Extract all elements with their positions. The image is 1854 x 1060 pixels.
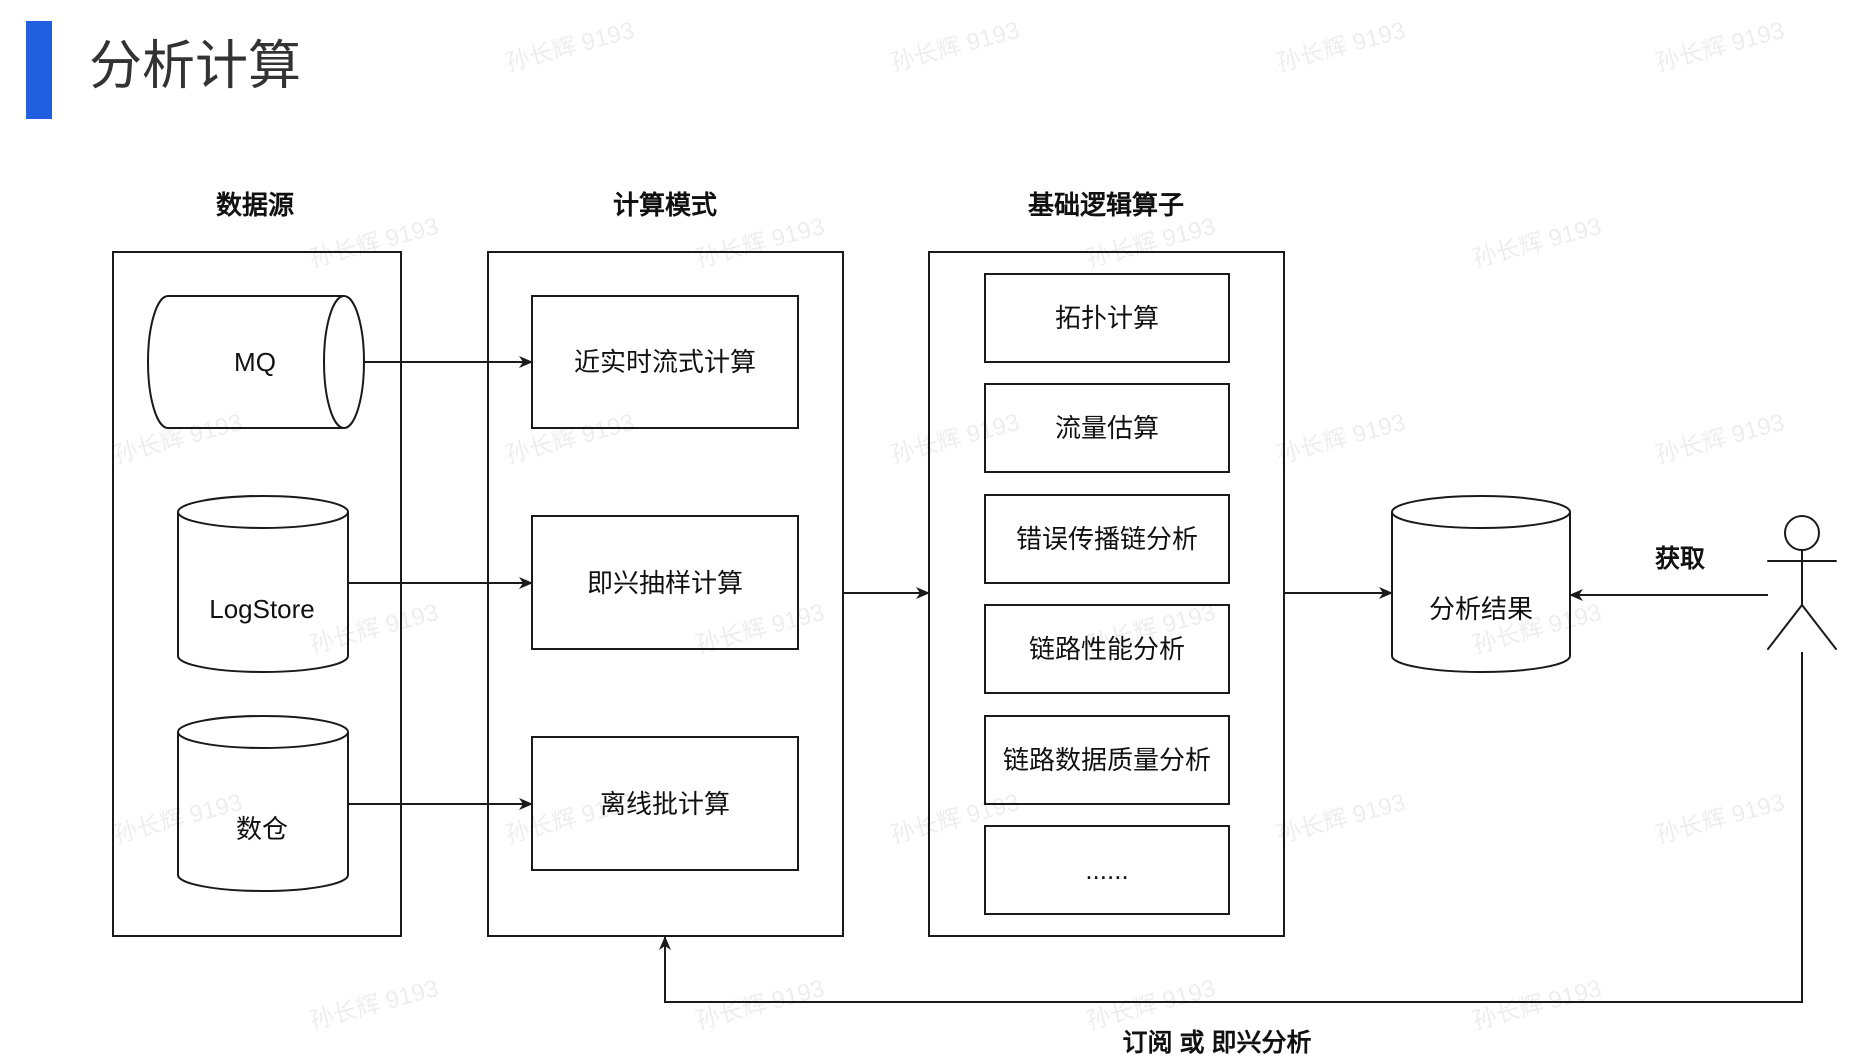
actor-body — [1767, 549, 1837, 650]
mq-cylinder-cap — [323, 295, 345, 429]
compute-mode-label: 离线批计算 — [600, 789, 730, 819]
data-warehouse-cylinder-rim — [177, 731, 349, 749]
watermark-text: 孙长辉 9193 — [1470, 975, 1605, 1035]
operator-box — [984, 604, 1230, 694]
data-warehouse-cylinder-body — [177, 715, 349, 892]
operator-label: ...... — [1085, 855, 1128, 885]
compute-mode-box — [531, 515, 799, 650]
operator-traffic-estimate: 流量估算 — [984, 383, 1230, 473]
user-actor-icon — [1767, 515, 1837, 650]
edge-actor-feedback-to-compute — [659, 652, 1803, 1003]
compute-mode-label: 近实时流式计算 — [574, 347, 756, 377]
operator-more: ...... — [984, 825, 1230, 915]
fetch-edge-label: 获取 — [1655, 545, 1705, 573]
operator-label: 错误传播链分析 — [1016, 524, 1198, 554]
mq-label: MQ — [234, 347, 276, 377]
operator-label: 拓扑计算 — [1055, 303, 1159, 333]
watermark-text: 孙长辉 9193 — [1653, 17, 1788, 77]
operator-box — [984, 494, 1230, 584]
logstore-label: LogStore — [209, 594, 315, 624]
analysis-result-cylinder-body — [1391, 495, 1571, 673]
compute-mode-adhoc: 即兴抽样计算 — [531, 515, 799, 650]
compute-mode-realtime: 近实时流式计算 — [531, 295, 799, 429]
watermark-text: 孙长辉 9193 — [1653, 789, 1788, 849]
watermark-text: 孙长辉 9193 — [1084, 975, 1219, 1035]
page-title: 分析计算 — [89, 37, 301, 96]
operator-box — [984, 383, 1230, 473]
watermark-text: 孙长辉 9193 — [1653, 409, 1788, 469]
watermark-text: 孙长辉 9193 — [888, 17, 1023, 77]
logstore-cylinder-body — [177, 495, 349, 673]
watermark-text: 孙长辉 9193 — [1274, 789, 1409, 849]
operator-link-data-quality: 链路数据质量分析 — [984, 715, 1230, 805]
logstore-cylinder-rim — [177, 511, 349, 529]
operator-box — [984, 715, 1230, 805]
column-header-operators: 基础逻辑算子 — [1028, 190, 1184, 220]
column-header-compute-mode: 计算模式 — [613, 190, 717, 220]
title-accent-bar — [26, 21, 52, 119]
mq-queue-shape: MQ — [147, 295, 365, 429]
watermark-text: 孙长辉 9193 — [1274, 17, 1409, 77]
operator-label: 流量估算 — [1055, 413, 1159, 443]
watermark-text: 孙长辉 9193 — [503, 17, 638, 77]
watermark-text: 孙长辉 9193 — [1274, 409, 1409, 469]
analysis-result-database-shape: 分析结果 — [1391, 495, 1571, 673]
operator-box — [984, 273, 1230, 363]
data-warehouse-shape: 数仓 — [177, 715, 349, 892]
compute-mode-batch: 离线批计算 — [531, 736, 799, 871]
watermark-text: 孙长辉 9193 — [1470, 213, 1605, 273]
analysis-result-cylinder-rim — [1391, 511, 1571, 529]
actor-head — [1784, 515, 1820, 551]
logstore-database-shape: LogStore — [177, 495, 349, 673]
feedback-edge-label: 订阅 或 即兴分析 — [1123, 1029, 1312, 1057]
watermark-text: 孙长辉 9193 — [307, 975, 442, 1035]
analysis-result-label: 分析结果 — [1429, 594, 1533, 624]
operator-label: 链路数据质量分析 — [1003, 745, 1211, 775]
operator-label: 链路性能分析 — [1029, 634, 1185, 664]
operators-container — [928, 251, 1285, 937]
watermark-text: 孙长辉 9193 — [693, 975, 828, 1035]
compute-mode-label: 即兴抽样计算 — [587, 568, 743, 598]
data-warehouse-label: 数仓 — [236, 814, 288, 844]
column-header-data-source: 数据源 — [216, 190, 294, 220]
operator-box — [984, 825, 1230, 915]
operator-link-performance: 链路性能分析 — [984, 604, 1230, 694]
operator-error-propagation: 错误传播链分析 — [984, 494, 1230, 584]
operator-topology: 拓扑计算 — [984, 273, 1230, 363]
